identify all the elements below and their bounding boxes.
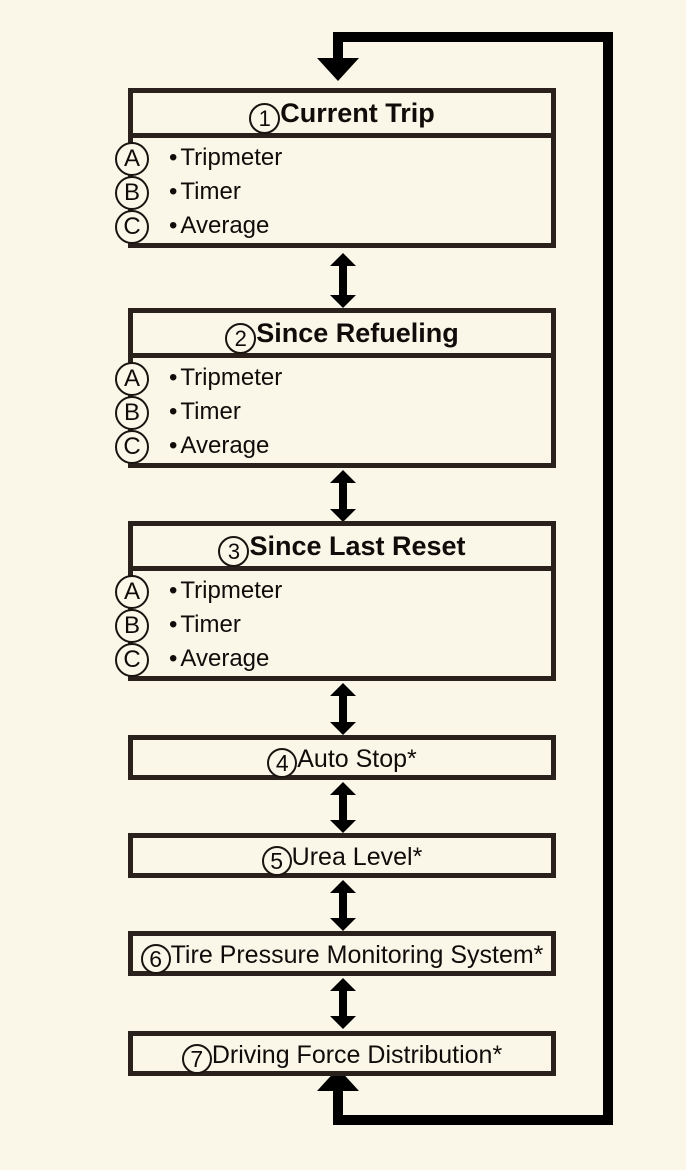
arrowhead-down-icon	[330, 509, 356, 522]
loopback-right-vertical	[603, 32, 613, 1125]
connector-node1-node2	[330, 253, 356, 308]
arrow-shaft	[339, 989, 347, 1018]
arrow-shaft	[339, 793, 347, 822]
node-2-item-list: A •Tripmeter B •Timer C •Average	[115, 358, 551, 467]
node-6-number-badge: 6	[140, 944, 171, 974]
arrowhead-down-icon	[330, 295, 356, 308]
connector-node6-node7	[330, 978, 356, 1029]
node-7-number-badge: 7	[181, 1044, 212, 1074]
connector-node4-node5	[330, 782, 356, 833]
connector-node5-node6	[330, 880, 356, 931]
list-item[interactable]: A •Tripmeter	[115, 361, 551, 396]
node-5-number-badge: 5	[261, 846, 292, 876]
item-label: Average	[180, 645, 270, 672]
node-4-title: Auto Stop*	[297, 745, 417, 773]
item-label: Tripmeter	[180, 577, 283, 604]
bullet-icon: •	[169, 212, 178, 239]
bullet-icon: •	[169, 144, 178, 171]
node-2-number-badge: 2	[225, 323, 257, 354]
list-item[interactable]: A •Tripmeter	[115, 574, 551, 609]
item-label: Timer	[180, 178, 241, 205]
node-4-number-badge: 4	[267, 748, 298, 778]
arrowhead-down-icon	[330, 820, 356, 833]
node-3-number-badge: 3	[218, 536, 250, 567]
item-label: Timer	[180, 611, 241, 638]
list-item[interactable]: C •Average	[115, 209, 551, 244]
item-label: Tripmeter	[180, 364, 283, 391]
node-3-title: Since Last Reset	[249, 531, 466, 561]
arrowhead-up-icon	[330, 470, 356, 483]
node-1-item-list: A •Tripmeter B •Timer C •Average	[115, 138, 551, 247]
arrow-shaft	[339, 891, 347, 920]
loopback-bottom-horizontal	[333, 1115, 613, 1125]
node-7-title: Driving Force Distribution*	[211, 1041, 503, 1069]
node-1-title: Current Trip	[280, 98, 435, 128]
list-item[interactable]: B •Timer	[115, 175, 551, 210]
item-marker-b: B	[115, 176, 149, 210]
item-marker-b: B	[115, 396, 149, 430]
list-item[interactable]: C •Average	[115, 429, 551, 464]
bullet-icon: •	[169, 178, 178, 205]
arrowhead-up-icon	[330, 978, 356, 991]
bullet-icon: •	[169, 398, 178, 425]
loopback-top-horizontal	[333, 32, 613, 42]
arrowhead-up-icon	[330, 253, 356, 266]
item-marker-c: C	[115, 210, 149, 244]
item-label: Average	[180, 212, 270, 239]
item-marker-b: B	[115, 609, 149, 643]
item-marker-c: C	[115, 643, 149, 677]
bullet-icon: •	[169, 364, 178, 391]
bullet-icon: •	[169, 432, 178, 459]
item-marker-a: A	[115, 575, 149, 609]
arrow-shaft	[339, 694, 347, 724]
arrowhead-down-icon	[330, 918, 356, 931]
arrow-shaft	[339, 264, 347, 297]
loopback-arrowhead-into-node-1	[317, 58, 359, 81]
list-item[interactable]: C •Average	[115, 642, 551, 677]
loopback-top-stub	[333, 32, 343, 66]
item-marker-c: C	[115, 430, 149, 464]
arrowhead-down-icon	[330, 722, 356, 735]
node-6-title: Tire Pressure Monitoring System*	[170, 941, 544, 969]
bullet-icon: •	[169, 645, 178, 672]
connector-node3-node4	[330, 683, 356, 735]
arrowhead-up-icon	[330, 782, 356, 795]
item-label: Timer	[180, 398, 241, 425]
arrowhead-up-icon	[330, 683, 356, 696]
item-label: Average	[180, 432, 270, 459]
item-marker-a: A	[115, 142, 149, 176]
loopback-bottom-stub	[333, 1091, 343, 1121]
node-5-title: Urea Level*	[291, 843, 423, 871]
arrowhead-down-icon	[330, 1016, 356, 1029]
list-item[interactable]: B •Timer	[115, 608, 551, 643]
node-3-item-list: A •Tripmeter B •Timer C •Average	[115, 571, 551, 680]
item-marker-a: A	[115, 362, 149, 396]
connector-node2-node3	[330, 470, 356, 522]
arrowhead-up-icon	[330, 880, 356, 893]
list-item[interactable]: B •Timer	[115, 395, 551, 430]
bullet-icon: •	[169, 611, 178, 638]
bullet-icon: •	[169, 577, 178, 604]
list-item[interactable]: A •Tripmeter	[115, 141, 551, 176]
arrow-shaft	[339, 481, 347, 511]
node-2-title: Since Refueling	[256, 318, 459, 348]
item-label: Tripmeter	[180, 144, 283, 171]
node-1-number-badge: 1	[249, 103, 281, 134]
